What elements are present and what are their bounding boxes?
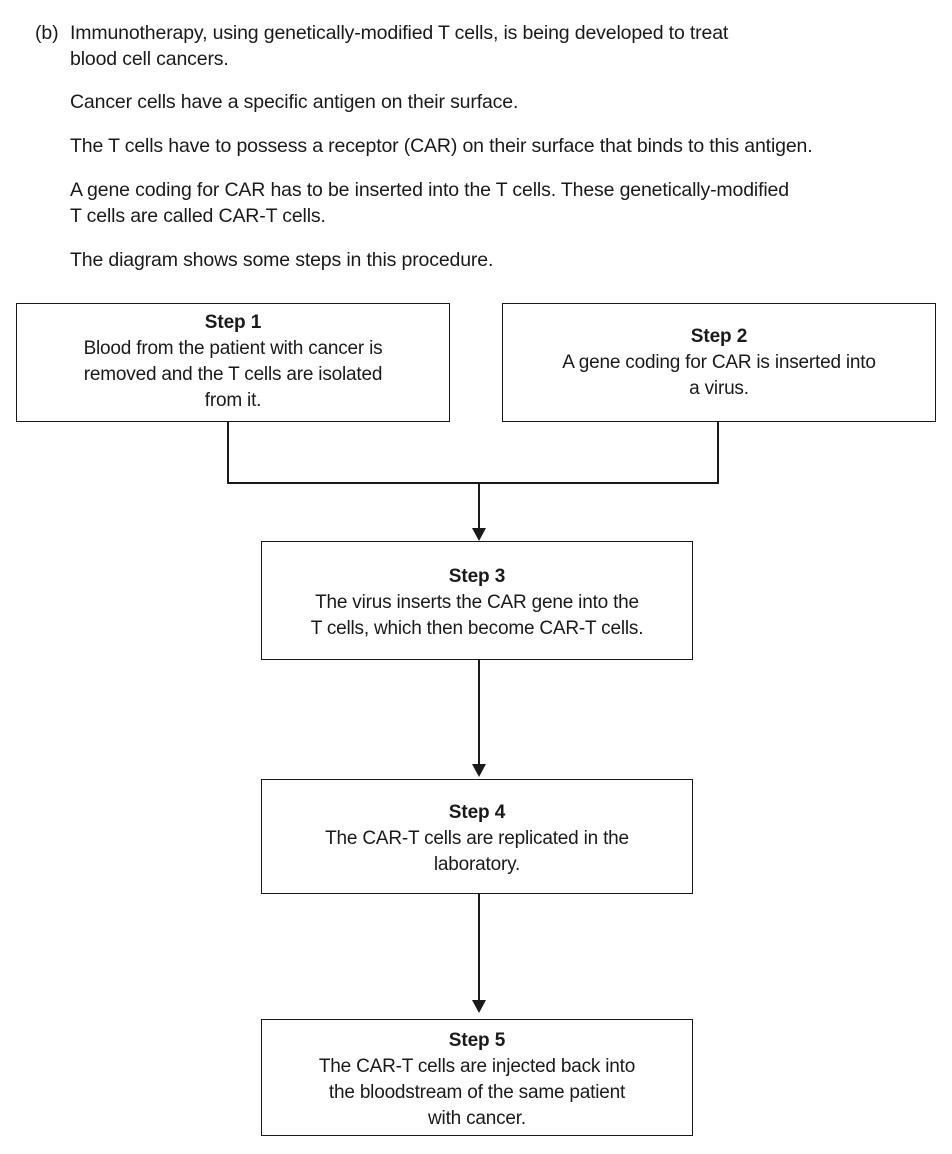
flow-box-step-4-title: Step 4 xyxy=(448,802,506,823)
flow-box-step-1: Step 1 Blood from the patient with cance… xyxy=(16,303,450,422)
question-paragraph-4: The diagram shows some steps in this pro… xyxy=(70,247,930,273)
connector-step-3-to-step-4-line xyxy=(478,660,480,766)
question-paragraph-0-text: Immunotherapy, using genetically-modifie… xyxy=(70,22,729,70)
flow-box-step-2-title: Step 2 xyxy=(690,325,748,347)
question-paragraph-3: A gene coding for CAR has to be inserted… xyxy=(70,177,940,229)
connector-step-4-to-step-5-line xyxy=(478,894,480,1002)
flow-box-step-2-body: A gene coding for CAR is inserted into a… xyxy=(562,351,876,399)
question-paragraph-0: (b) Immunotherapy, using genetically-mod… xyxy=(35,20,925,72)
flow-box-step-1-body: Blood from the patient with cancer is re… xyxy=(83,338,383,411)
question-paragraph-1: Cancer cells have a specific antigen on … xyxy=(70,89,930,115)
arrow-down-icon-to-step-3 xyxy=(471,528,486,541)
flow-box-step-5-body: The CAR-T cells are injected back into t… xyxy=(318,1056,636,1129)
flow-box-step-1-title: Step 1 xyxy=(204,312,262,333)
flow-box-step-3-title: Step 3 xyxy=(448,566,506,587)
flow-box-step-3-body: The virus inserts the CAR gene into the … xyxy=(310,592,644,639)
flow-box-step-5: Step 5 The CAR-T cells are injected back… xyxy=(261,1019,693,1136)
question-paragraph-2: The T cells have to possess a receptor (… xyxy=(70,133,940,159)
question-paragraph-3-text: A gene coding for CAR has to be inserted… xyxy=(70,179,789,227)
flow-box-step-4-body: The CAR-T cells are replicated in the la… xyxy=(325,828,629,875)
flow-box-step-4-content: Step 4 The CAR-T cells are replicated in… xyxy=(268,800,686,878)
flow-box-step-1-content: Step 1 Blood from the patient with cance… xyxy=(23,310,443,414)
connector-merge-to-step-3-line xyxy=(478,484,480,530)
arrow-down-icon-to-step-5 xyxy=(471,1000,486,1013)
flow-box-step-3: Step 3 The virus inserts the CAR gene in… xyxy=(261,541,693,660)
question-label: (b) xyxy=(35,22,59,44)
flow-box-step-5-title: Step 5 xyxy=(448,1030,506,1051)
flow-box-step-2: Step 2 A gene coding for CAR is inserted… xyxy=(502,303,936,422)
question-paragraph-2-text: The T cells have to possess a receptor (… xyxy=(70,135,813,157)
question-paragraph-1-text: Cancer cells have a specific antigen on … xyxy=(70,91,519,113)
flow-box-step-5-content: Step 5 The CAR-T cells are injected back… xyxy=(268,1028,686,1132)
flow-box-step-2-content: Step 2 A gene coding for CAR is inserted… xyxy=(509,324,929,402)
connector-step-2-down-line xyxy=(717,422,719,484)
flow-box-step-4: Step 4 The CAR-T cells are replicated in… xyxy=(261,779,693,894)
question-paragraph-4-text: The diagram shows some steps in this pro… xyxy=(70,249,494,271)
flow-box-step-3-content: Step 3 The virus inserts the CAR gene in… xyxy=(268,564,686,642)
arrow-down-icon-to-step-4 xyxy=(471,764,486,777)
connector-step-1-down-line xyxy=(227,422,229,484)
connector-merge-horizontal-line xyxy=(227,482,719,484)
